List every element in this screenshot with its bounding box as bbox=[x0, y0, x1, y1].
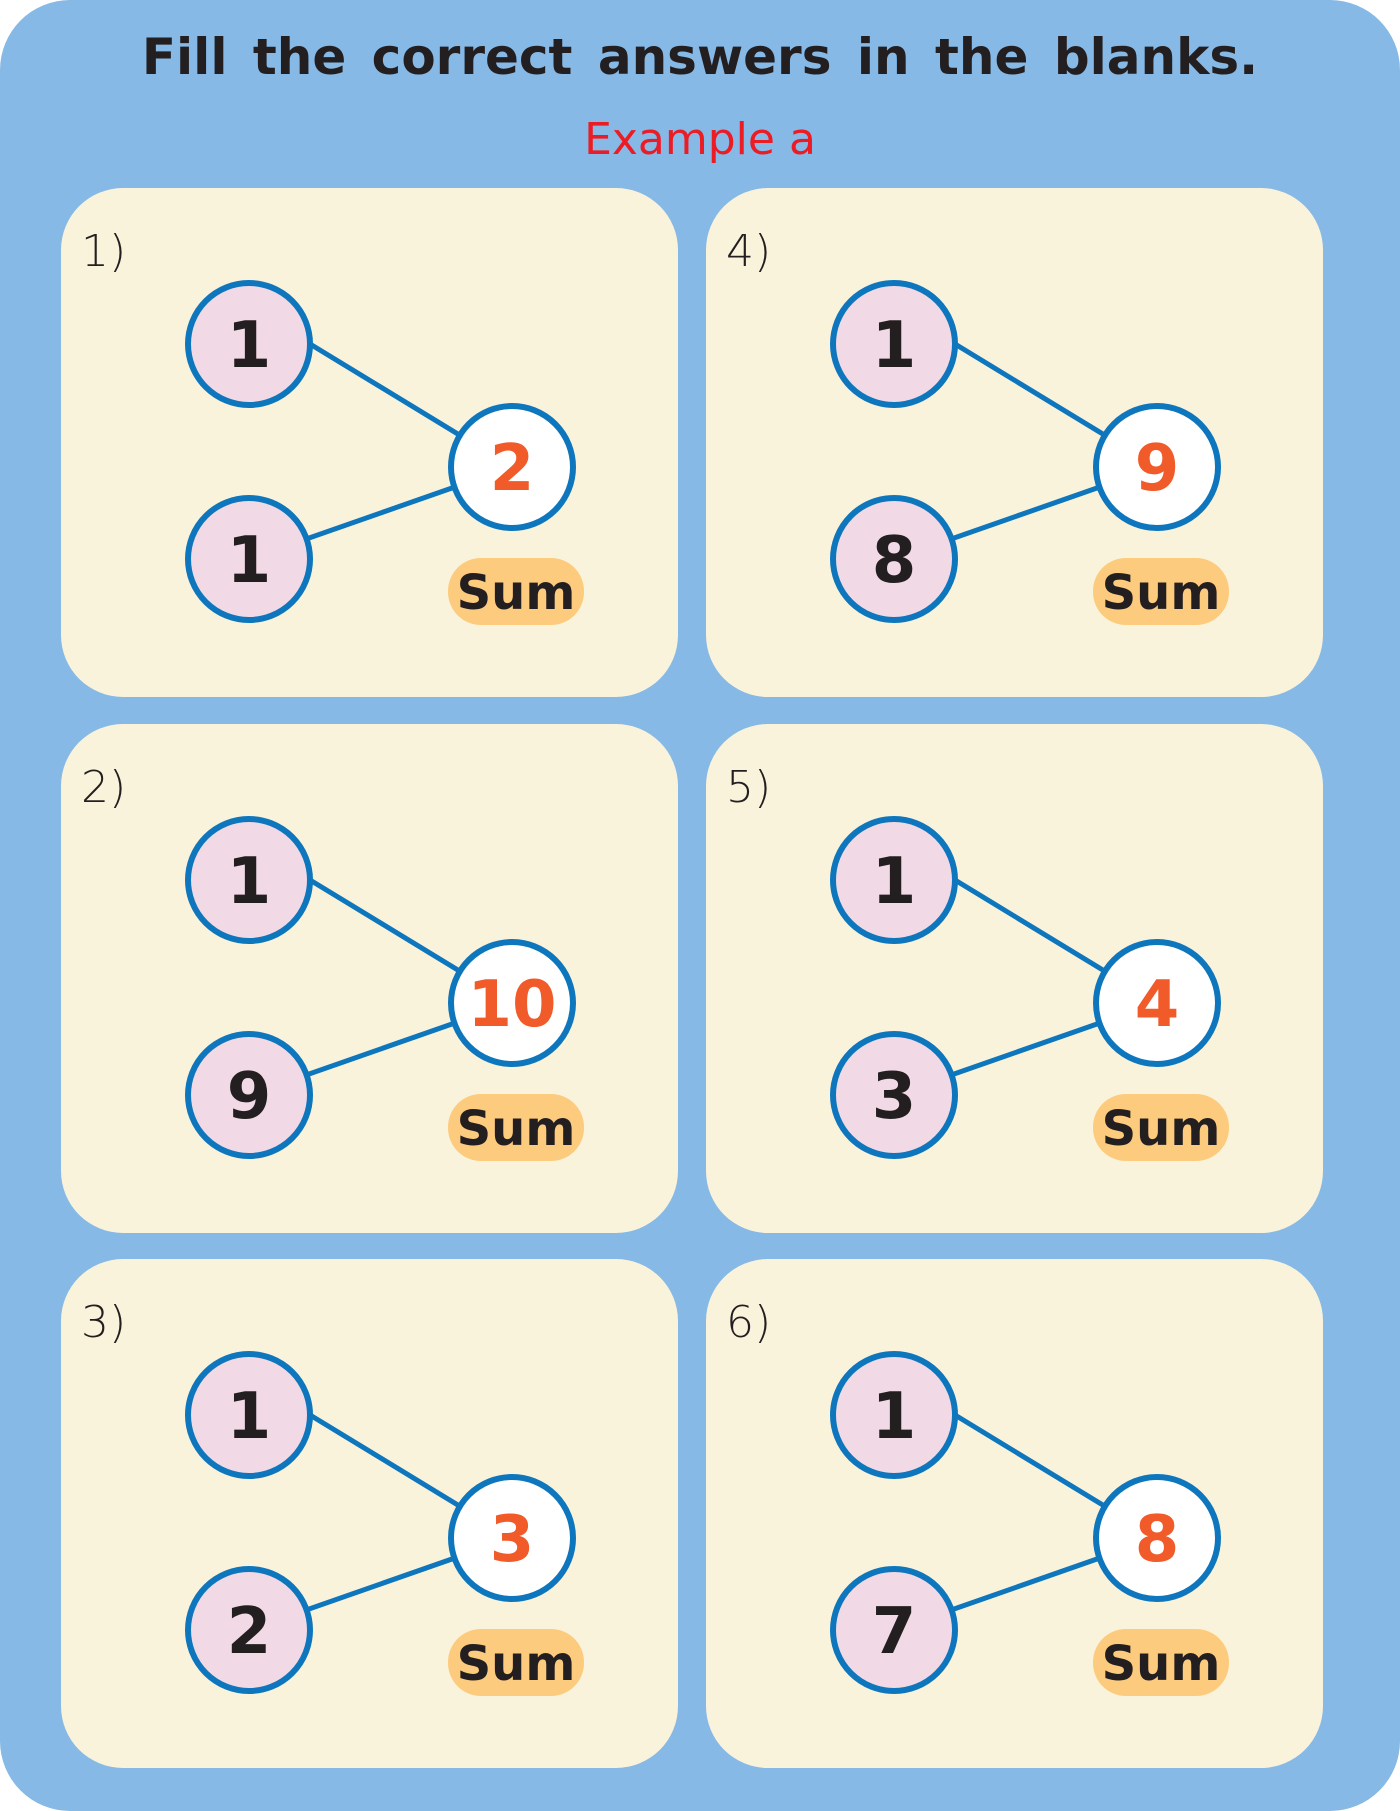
part-circle-bottom bbox=[185, 495, 313, 623]
part-circle-top bbox=[185, 1351, 313, 1479]
problem-card: 1 7 8 Sum 6) bbox=[706, 1259, 1323, 1768]
sum-circle[interactable] bbox=[1093, 939, 1221, 1067]
part-bottom-value: 7 bbox=[872, 1595, 917, 1669]
sum-answer[interactable]: 9 bbox=[1135, 432, 1180, 506]
sum-circle[interactable] bbox=[1093, 403, 1221, 531]
problem-card: 1 8 9 Sum 4) bbox=[706, 188, 1323, 697]
page-title: Fill the correct answers in the blanks. bbox=[141, 28, 1259, 86]
part-bottom-value: 3 bbox=[872, 1060, 917, 1134]
number-bond-diagram: 1 1 2 Sum bbox=[185, 280, 584, 625]
sum-badge bbox=[1093, 1094, 1229, 1161]
sum-answer[interactable]: 2 bbox=[490, 432, 535, 506]
number-bond-diagram: 1 3 4 Sum bbox=[830, 816, 1229, 1161]
sum-badge-label: Sum bbox=[457, 565, 576, 621]
problem-number: 5) bbox=[726, 762, 772, 813]
sum-answer[interactable]: 4 bbox=[1135, 968, 1180, 1042]
sum-answer[interactable]: 3 bbox=[490, 1503, 535, 1577]
number-bond-diagram: 1 9 10 Sum bbox=[185, 816, 584, 1161]
part-bottom-value: 9 bbox=[227, 1060, 272, 1134]
problem-card: 1 2 3 Sum 3) bbox=[61, 1259, 678, 1768]
part-circle-bottom bbox=[185, 1031, 313, 1159]
sum-badge bbox=[448, 1629, 584, 1696]
part-top-value: 1 bbox=[872, 1380, 917, 1454]
problem-number: 6) bbox=[726, 1297, 772, 1348]
sum-badge bbox=[448, 558, 584, 625]
part-circle-top bbox=[830, 1351, 958, 1479]
problem-number: 2) bbox=[81, 762, 127, 813]
problem-number: 4) bbox=[726, 226, 772, 277]
sum-circle[interactable] bbox=[448, 939, 576, 1067]
example-subtitle: Example a bbox=[584, 114, 816, 165]
sum-circle[interactable] bbox=[1093, 1474, 1221, 1602]
part-circle-bottom bbox=[185, 1566, 313, 1694]
problem-number: 1) bbox=[81, 226, 127, 277]
sum-circle[interactable] bbox=[448, 1474, 576, 1602]
part-circle-top bbox=[830, 816, 958, 944]
part-circle-top bbox=[185, 280, 313, 408]
sum-badge bbox=[1093, 1629, 1229, 1696]
problem-card: 1 1 2 Sum 1) bbox=[61, 188, 678, 697]
part-circle-bottom bbox=[830, 495, 958, 623]
sum-badge bbox=[1093, 558, 1229, 625]
sum-circle[interactable] bbox=[448, 403, 576, 531]
sum-badge-label: Sum bbox=[1102, 1101, 1221, 1157]
sum-badge-label: Sum bbox=[457, 1101, 576, 1157]
number-bond-diagram: 1 2 3 Sum bbox=[185, 1351, 584, 1696]
sum-badge bbox=[448, 1094, 584, 1161]
part-circle-bottom bbox=[830, 1031, 958, 1159]
problem-card: 1 3 4 Sum 5) bbox=[706, 724, 1323, 1233]
part-top-value: 1 bbox=[227, 309, 272, 383]
part-bottom-value: 8 bbox=[872, 524, 917, 598]
sum-badge-label: Sum bbox=[1102, 1636, 1221, 1692]
part-top-value: 1 bbox=[872, 309, 917, 383]
problem-number: 3) bbox=[81, 1297, 127, 1348]
number-bond-diagram: 1 7 8 Sum bbox=[830, 1351, 1229, 1696]
number-bond-diagram: 1 8 9 Sum bbox=[830, 280, 1229, 625]
sum-answer[interactable]: 8 bbox=[1135, 1503, 1180, 1577]
part-circle-top bbox=[830, 280, 958, 408]
sum-badge-label: Sum bbox=[1102, 565, 1221, 621]
part-top-value: 1 bbox=[227, 845, 272, 919]
part-bottom-value: 1 bbox=[227, 524, 272, 598]
sum-badge-label: Sum bbox=[457, 1636, 576, 1692]
sum-answer[interactable]: 10 bbox=[467, 968, 556, 1042]
part-bottom-value: 2 bbox=[227, 1595, 272, 1669]
part-circle-bottom bbox=[830, 1566, 958, 1694]
part-top-value: 1 bbox=[872, 845, 917, 919]
part-top-value: 1 bbox=[227, 1380, 272, 1454]
problem-card: 1 9 10 Sum 2) bbox=[61, 724, 678, 1233]
part-circle-top bbox=[185, 816, 313, 944]
